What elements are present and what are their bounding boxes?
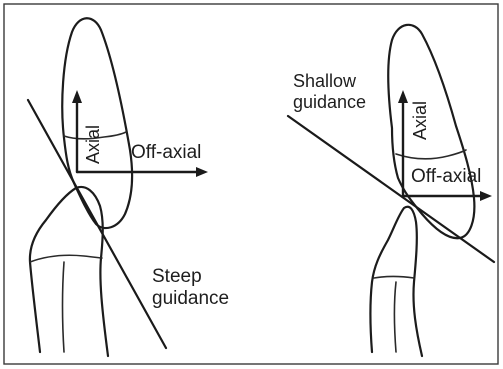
right-guidance-label-line1: Shallow — [293, 71, 366, 92]
left-lower-tooth-root-line — [63, 262, 65, 352]
left-axial-arrowhead — [72, 90, 82, 103]
right-upper-tooth — [388, 25, 474, 238]
right-lower-tooth-inner-line — [374, 277, 414, 279]
right-axial-label: Axial — [410, 101, 431, 140]
left-off-axial-arrowhead — [196, 167, 208, 177]
left-off-axial-label: Off-axial — [131, 142, 201, 164]
right-off-axial-label: Off-axial — [411, 166, 481, 188]
right-guidance-label-line2: guidance — [293, 92, 366, 113]
left-guidance-label-line1: Steep — [152, 266, 229, 288]
right-off-axial-arrowhead — [480, 191, 492, 201]
right-guidance-label: Shallow guidance — [293, 71, 366, 113]
left-guidance-label-line2: guidance — [152, 288, 229, 310]
left-lower-tooth-inner-line — [30, 255, 102, 262]
right-guidance-line — [288, 116, 494, 262]
right-axial-arrowhead — [398, 90, 408, 103]
left-guidance-label: Steep guidance — [152, 266, 229, 311]
right-lower-tooth-root-line — [395, 282, 397, 352]
left-upper-tooth — [62, 18, 132, 228]
left-axial-label: Axial — [83, 125, 104, 164]
left-lower-tooth — [30, 187, 108, 356]
right-upper-tooth-inner-line — [396, 150, 466, 159]
